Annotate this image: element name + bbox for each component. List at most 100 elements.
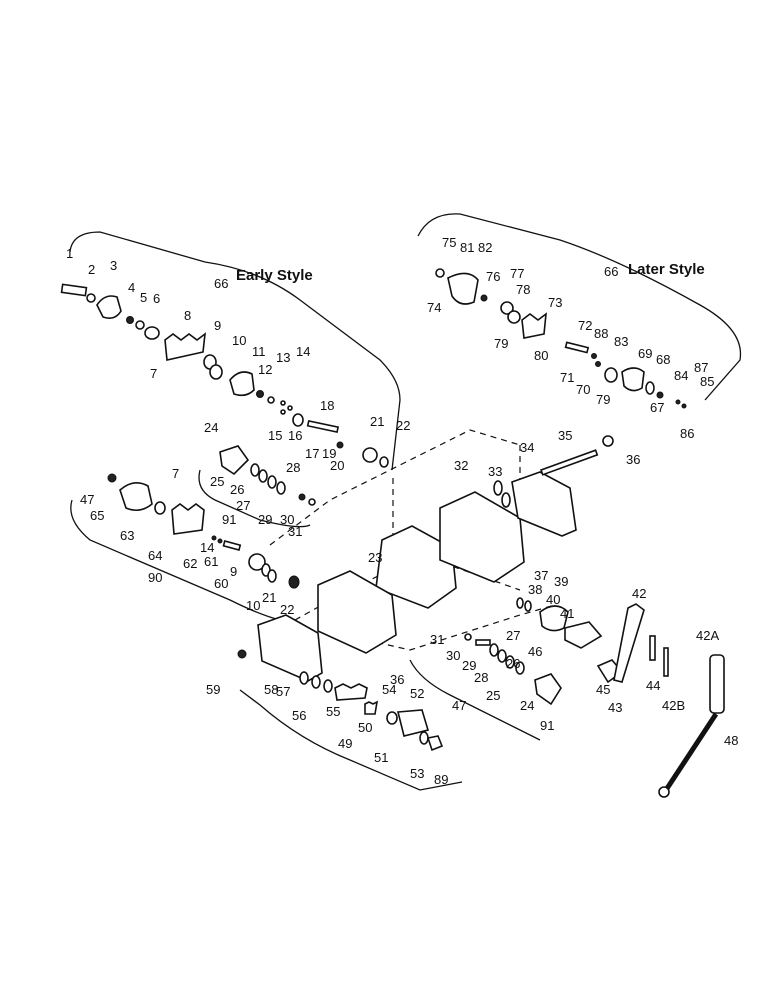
part-number-label: 75 xyxy=(442,235,456,250)
part-number-label: 31 xyxy=(288,524,302,539)
part-number-label: 60 xyxy=(214,576,228,591)
clevis-part xyxy=(564,621,603,649)
ball-part xyxy=(675,399,681,405)
part-number-label: 79 xyxy=(596,392,610,407)
ball-part xyxy=(591,353,597,359)
part-number-label: 1 xyxy=(66,246,73,261)
part-number-label: 9 xyxy=(214,318,221,333)
part-number-label: 26 xyxy=(230,482,244,497)
part-number-label: 27 xyxy=(506,628,520,643)
assembly-guide-line xyxy=(269,429,521,546)
part-number-label: 2 xyxy=(88,262,95,277)
part-number-label: 91 xyxy=(540,718,554,733)
end-plate-part xyxy=(257,614,323,682)
part-number-label: 14 xyxy=(296,344,310,359)
part-number-label: 73 xyxy=(548,295,562,310)
part-number-label: 72 xyxy=(578,318,592,333)
seal-part xyxy=(258,469,268,483)
part-number-label: 62 xyxy=(183,556,197,571)
spool-part xyxy=(219,445,250,476)
group-91-left-bracket xyxy=(198,469,311,528)
seal-part xyxy=(267,475,277,489)
part-number-label: 29 xyxy=(258,512,272,527)
part-number-label: 47 xyxy=(452,698,466,713)
part-number-label: 33 xyxy=(488,464,502,479)
part-number-label: 90 xyxy=(148,570,162,585)
seal-part xyxy=(250,463,260,477)
handle-eye-part xyxy=(658,786,670,798)
ring-part xyxy=(308,498,316,506)
housing-part xyxy=(447,272,479,305)
part-number-label: 86 xyxy=(680,426,694,441)
part-number-label: 48 xyxy=(724,733,738,748)
later-style-bracket xyxy=(417,213,742,401)
ball-part xyxy=(211,535,217,541)
spool-part xyxy=(534,673,562,706)
handle-grip-part xyxy=(709,654,725,714)
seal-part xyxy=(276,481,286,495)
part-number-label: 76 xyxy=(486,269,500,284)
group-89-bracket xyxy=(239,689,463,791)
ring-part xyxy=(154,501,166,515)
screw-part xyxy=(107,473,117,483)
group-91-right-bracket xyxy=(409,659,541,741)
part-number-label: 55 xyxy=(326,704,340,719)
part-number-label: 32 xyxy=(454,458,468,473)
pin-part xyxy=(649,635,656,661)
part-number-label: 19 xyxy=(322,446,336,461)
o-ring-part xyxy=(386,711,398,725)
spring-part xyxy=(164,332,206,361)
part-number-label: 40 xyxy=(546,592,560,607)
part-number-label: 57 xyxy=(276,684,290,699)
part-number-label: 3 xyxy=(110,258,117,273)
part-number-label: 30 xyxy=(446,648,460,663)
early-style-title: Early Style xyxy=(236,267,313,284)
part-number-label: 43 xyxy=(608,700,622,715)
early-style-number: 66 xyxy=(214,276,228,291)
cup-part xyxy=(144,326,160,340)
pin-part xyxy=(222,540,242,551)
nut-part xyxy=(237,649,247,659)
o-ring-part xyxy=(516,597,524,609)
o-ring-part xyxy=(501,492,511,508)
part-number-label: 51 xyxy=(374,750,388,765)
early-style-bracket xyxy=(69,231,401,471)
part-number-label: 16 xyxy=(288,428,302,443)
part-number-label: 10 xyxy=(232,333,246,348)
spring-part xyxy=(334,683,368,701)
part-number-label: 22 xyxy=(396,418,410,433)
part-number-label: 23 xyxy=(368,550,382,565)
part-number-label: 45 xyxy=(596,682,610,697)
part-number-label: 12 xyxy=(258,362,272,377)
part-number-label: 81 xyxy=(460,240,474,255)
part-number-label: 49 xyxy=(338,736,352,751)
cap-part xyxy=(426,735,444,752)
spring-part xyxy=(364,700,379,715)
part-number-label: 30 xyxy=(280,512,294,527)
spring-part xyxy=(521,312,547,339)
pin-part xyxy=(475,639,491,646)
pin-part xyxy=(663,647,669,677)
ball-part xyxy=(280,409,286,415)
bolt-part xyxy=(60,283,88,297)
part-number-label: 24 xyxy=(204,420,218,435)
o-ring-part xyxy=(311,675,321,689)
part-number-label: 36 xyxy=(626,452,640,467)
seal-part xyxy=(288,575,300,589)
ball-part xyxy=(681,403,687,409)
part-number-label: 78 xyxy=(516,282,530,297)
part-number-label: 8 xyxy=(184,308,191,323)
ring-part xyxy=(209,364,223,380)
washer-part xyxy=(86,293,96,303)
pin-part xyxy=(564,341,590,354)
seal-part xyxy=(362,447,378,463)
part-number-label: 91 xyxy=(222,512,236,527)
cup-part xyxy=(507,310,521,324)
part-number-label: 68 xyxy=(656,352,670,367)
part-number-label: 7 xyxy=(172,466,179,481)
part-number-label: 83 xyxy=(614,334,628,349)
o-ring-part xyxy=(379,456,389,468)
cup-part xyxy=(604,367,618,383)
